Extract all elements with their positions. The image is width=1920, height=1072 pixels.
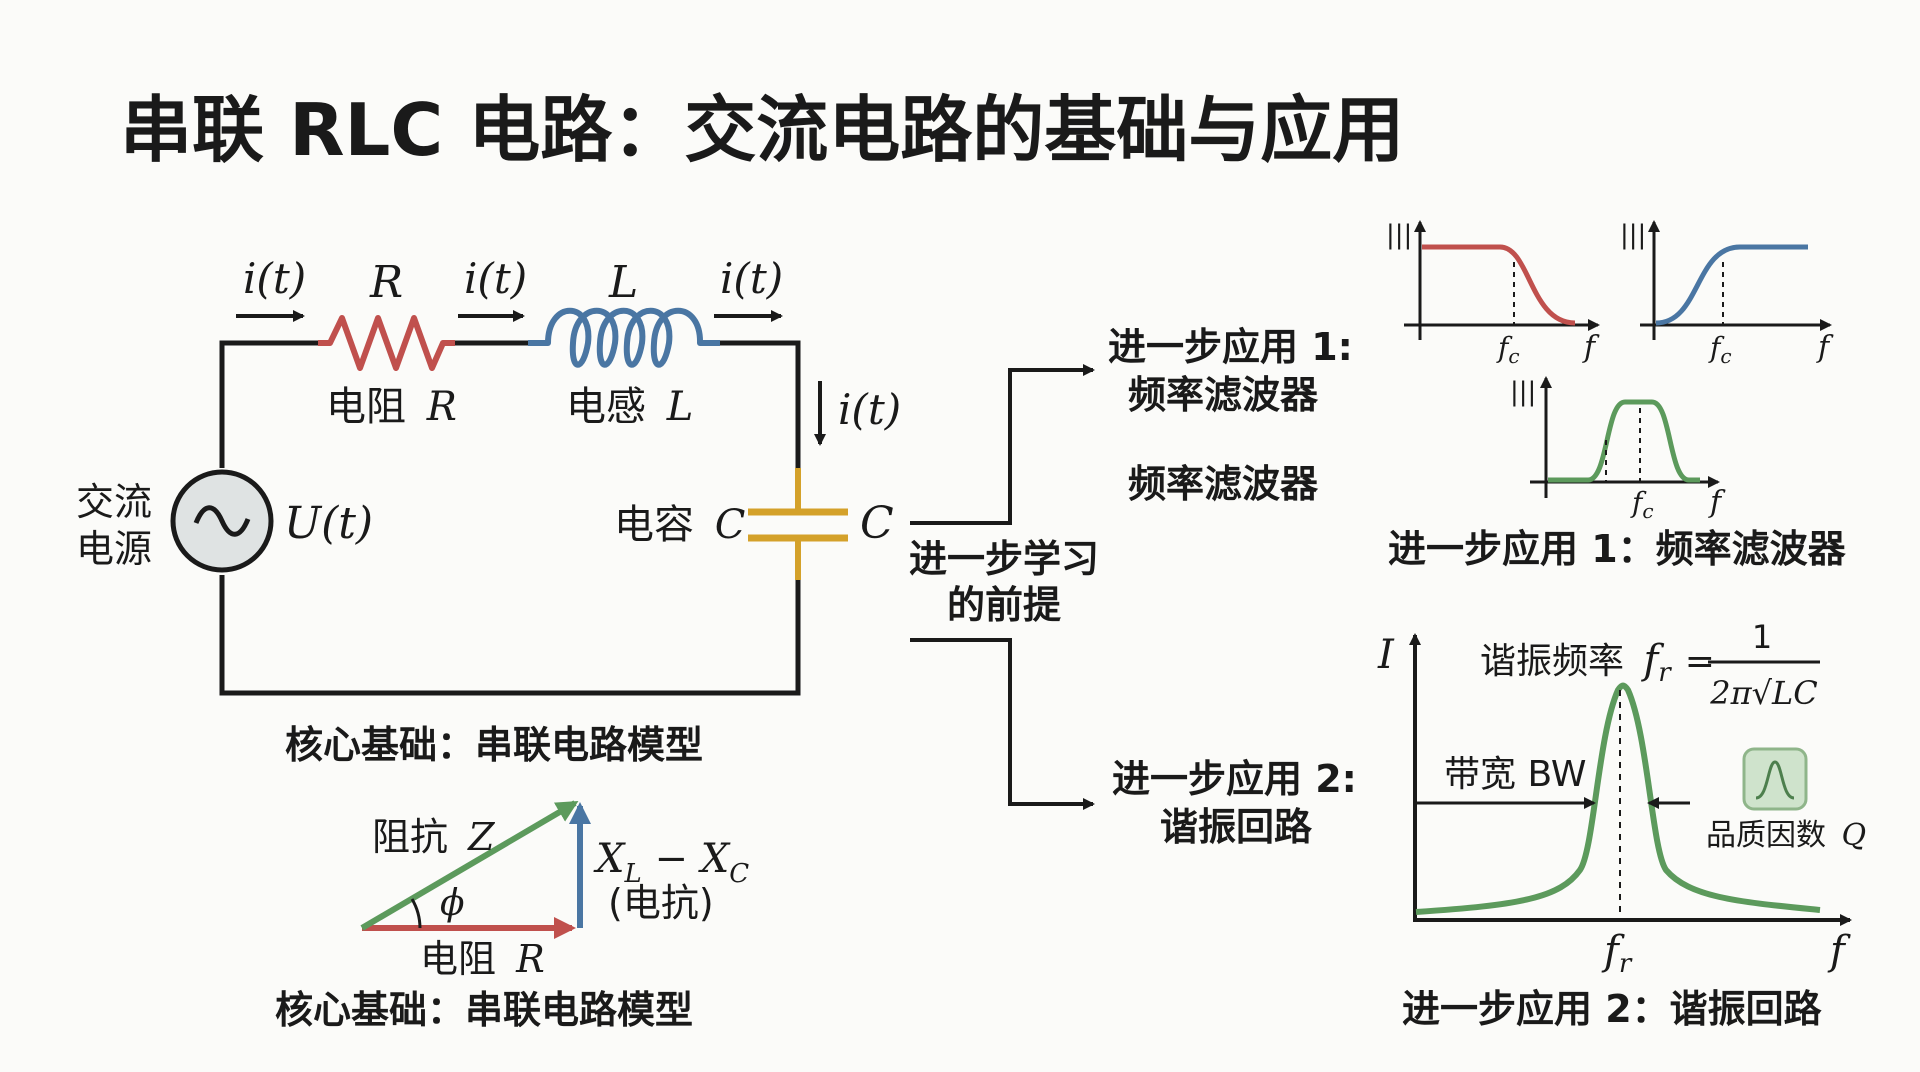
highpass-plot: ||| fc f xyxy=(1620,220,1834,368)
resistor-caption: 电阻 R xyxy=(326,384,457,430)
highpass-y-label: ||| xyxy=(1620,220,1646,250)
app2-line1: 进一步应用 2: xyxy=(1112,757,1357,801)
lowpass-y-label: ||| xyxy=(1386,220,1412,250)
flow-connectors: 进一步学习 的前提 进一步应用 1: 频率滤波器 频率滤波器 进一步应用 2: … xyxy=(909,325,1357,849)
phi-angle-arc xyxy=(410,898,422,929)
current-label-3: i(t) xyxy=(720,254,783,303)
reactance-x: X xyxy=(593,836,626,882)
inductor-caption: 电感 L xyxy=(566,384,693,430)
app1-line1: 进一步应用 1: xyxy=(1108,325,1353,369)
source-label-line2: 电源 xyxy=(76,527,152,571)
quality-symbol: Q xyxy=(1842,818,1867,853)
capacitor-caption: 电容 C xyxy=(614,502,745,548)
app1-extra-label: 频率滤波器 xyxy=(1128,462,1319,506)
capacitor-caption-text: 电容 xyxy=(614,502,694,548)
circuit-caption: 核心基础：串联电路模型 xyxy=(285,723,703,767)
highpass-curve xyxy=(1655,244,1808,326)
wire-top-right xyxy=(720,340,801,468)
inductor-symbol-label: L xyxy=(608,257,638,308)
bandpass-curve xyxy=(1548,399,1700,483)
resistor-symbol xyxy=(318,315,455,371)
prereq-line2: 的前提 xyxy=(947,583,1061,627)
capacitor-symbol xyxy=(748,468,848,580)
resonance-formula: 谐振频率 fr= xyxy=(1480,637,1715,688)
highpass-fc-label: fc xyxy=(1708,331,1732,368)
resonance-denominator: 2π√LC xyxy=(1709,674,1818,712)
capacitor-caption-symbol: C xyxy=(715,502,746,548)
resonance-freq-label: 谐振频率 xyxy=(1480,641,1624,682)
lowpass-plot: ||| fc f xyxy=(1386,220,1600,368)
impedance-triangle: 阻抗 Z ϕ XL − XC (电抗) 电阻 R 核心基础：串联电路模型 xyxy=(275,800,749,1032)
resonance-plot: I 谐振频率 fr= 1 2π√LC 带宽 BW 品质因数 Q fr f 进一步… xyxy=(1377,618,1866,1031)
reactance-label: XL − XC xyxy=(593,836,749,889)
phi-label: ϕ xyxy=(440,883,465,924)
resonance-f-axis-label: f xyxy=(1827,928,1851,974)
flow-arrow-to-app1 xyxy=(910,364,1095,525)
highpass-fc-sub: c xyxy=(1720,344,1731,368)
resistor-caption-symbol: R xyxy=(426,384,457,430)
inductor-caption-text: 电感 xyxy=(566,384,646,430)
capacitor-side-symbol: C xyxy=(860,498,894,549)
source-label-line1: 交流 xyxy=(76,480,152,524)
highpass-f-label: f xyxy=(1816,330,1834,365)
fr-axis-sub: r xyxy=(1619,949,1633,979)
phasor-caption: 核心基础：串联电路模型 xyxy=(275,988,693,1032)
resistor-symbol-label: R xyxy=(369,257,403,308)
prereq-line1: 进一步学习 xyxy=(909,537,1099,581)
wire-bottom xyxy=(219,575,801,696)
ac-source-symbol xyxy=(170,469,274,573)
filter-plots: ||| fc f ||| fc f ||| fc f 进一步应用 1：频率滤波器 xyxy=(1386,220,1847,571)
lowpass-fc-sub: c xyxy=(1508,344,1519,368)
quality-icon xyxy=(1742,747,1808,811)
current-label-1: i(t) xyxy=(243,254,306,303)
app2-line2: 谐振回路 xyxy=(1160,805,1313,849)
impedance-vector xyxy=(360,800,579,931)
resonance-fr-sub: r xyxy=(1658,658,1672,688)
reactance-x2: X xyxy=(698,836,731,882)
quality-label: 品质因数 Q xyxy=(1706,818,1866,853)
bandpass-plot: ||| fc f xyxy=(1510,376,1726,523)
series-circuit: i(t) i(t) i(t) i(t) R L 电阻 R 电感 L 电容 C C… xyxy=(76,254,901,767)
quality-peak-glyph xyxy=(1755,760,1795,800)
resistor-caption-text: 电阻 xyxy=(326,384,406,430)
bandpass-y-label: ||| xyxy=(1510,377,1536,407)
resonance-y-label: I xyxy=(1377,632,1395,678)
resistance-label: 电阻 R xyxy=(420,937,545,981)
reactance-sub-c: C xyxy=(729,859,749,889)
wire-top-left xyxy=(219,340,318,468)
lowpass-f-label: f xyxy=(1582,330,1600,365)
resonance-caption: 进一步应用 2：谐振回路 xyxy=(1402,987,1823,1031)
current-label-4: i(t) xyxy=(838,385,901,434)
resistance-label-symbol: R xyxy=(515,937,545,981)
source-voltage-label: U(t) xyxy=(284,498,373,549)
reactance-minus: − xyxy=(642,836,701,882)
inductor-symbol xyxy=(528,307,720,368)
resonance-curve xyxy=(1415,682,1821,915)
filters-caption: 进一步应用 1：频率滤波器 xyxy=(1388,527,1847,571)
inductor-caption-symbol: L xyxy=(666,384,694,430)
bandwidth-label: 带宽 BW xyxy=(1444,754,1586,795)
resonance-numerator: 1 xyxy=(1752,618,1772,656)
app1-line2: 频率滤波器 xyxy=(1128,373,1319,417)
bandpass-fc-sub: c xyxy=(1642,499,1653,523)
flow-arrow-to-app2 xyxy=(910,638,1095,810)
lowpass-fc-label: fc xyxy=(1496,331,1520,368)
quality-label-text: 品质因数 xyxy=(1706,818,1826,853)
reactance-caption: (电抗) xyxy=(608,881,714,925)
bandpass-fc-label: fc xyxy=(1630,486,1654,523)
resonance-fr-axis-label: fr xyxy=(1601,928,1633,979)
bandpass-f-label: f xyxy=(1708,485,1726,520)
page-title: 串联 RLC 电路：交流电路的基础与应用 xyxy=(120,88,1404,172)
impedance-label: 阻抗 Z xyxy=(372,815,495,859)
resistance-label-text: 电阻 xyxy=(420,937,496,981)
impedance-label-text: 阻抗 xyxy=(372,815,448,859)
reactance-sub-l: L xyxy=(623,859,641,889)
current-label-2: i(t) xyxy=(464,254,527,303)
lowpass-curve xyxy=(1422,244,1576,326)
impedance-label-symbol: Z xyxy=(467,815,495,859)
